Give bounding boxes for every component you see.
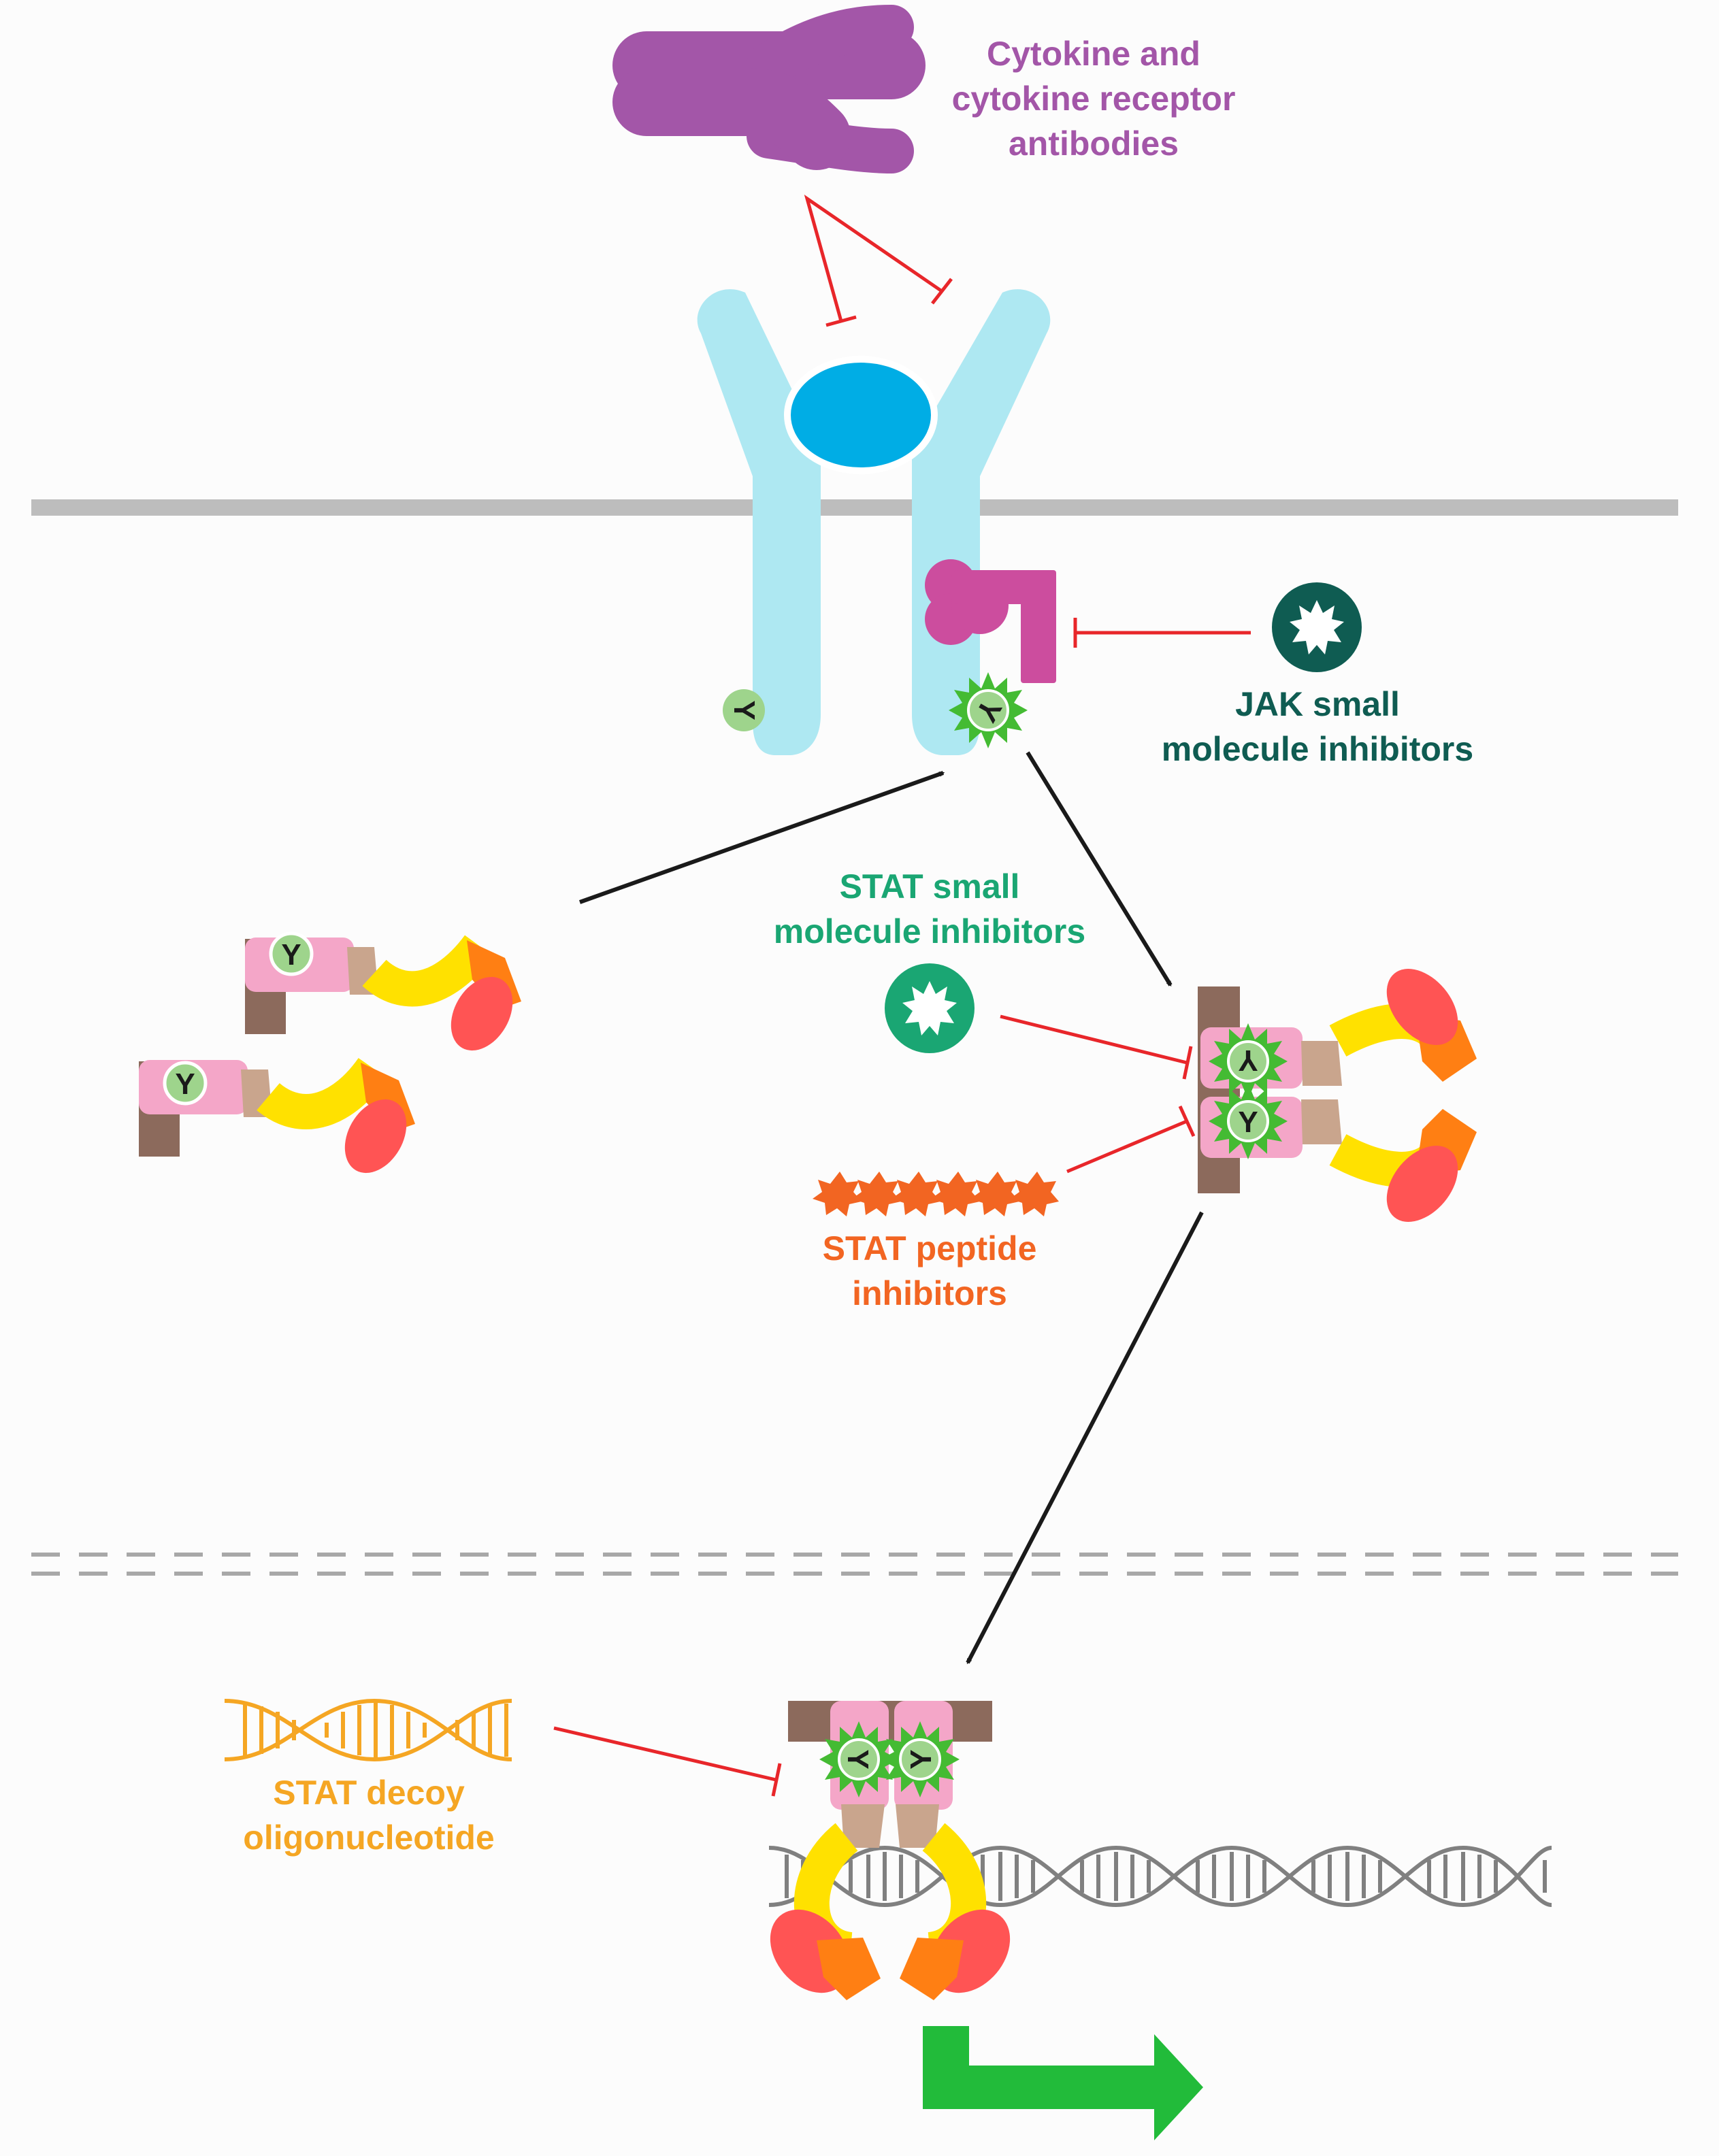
stat-decoy-inhibition-bar [771,1763,782,1797]
arrow-stat-to-receptor [578,771,945,904]
jak-inhibitor-label: JAK small molecule inhibitors [1162,685,1473,768]
cytokine-icon [784,356,938,474]
stat-peptide-inhibition-bar [1178,1105,1196,1138]
stat-dimer-cytoplasm: Y Y [1198,969,1477,1222]
stat-small-inhibitor-label: STAT small molecule inhibitors [774,867,1085,950]
jak-kinase-icon [925,559,1056,683]
cell-membrane [31,499,1678,516]
svg-text:Y: Y [841,1749,874,1769]
stat-dimer-nucleus: Y Y [770,1701,1011,2000]
svg-text:antibodies: antibodies [1009,125,1179,163]
jak-inhibitor-icon [1272,582,1362,672]
svg-text:Y: Y [904,1749,938,1769]
svg-text:Y: Y [281,938,301,972]
y-antibody-icon [612,5,926,173]
transcription-arrow-icon [923,2026,1203,2140]
svg-text:Y: Y [1238,1106,1258,1139]
arrow-receptor-to-dimer [1026,751,1173,987]
svg-text:molecule inhibitors: molecule inhibitors [774,912,1085,950]
dna-helix-icon [224,1698,512,1762]
stat-monomer-2: Y [139,1057,415,1174]
arrow-dimer-to-nucleus [966,1211,1204,1665]
stat-peptide-inhibitor-label: STAT peptide inhibitors [823,1229,1037,1312]
stat-decoy-inhibition-line [553,1726,776,1782]
svg-text:Y: Y [727,700,761,720]
antibody-inhibition [804,195,953,327]
svg-text:Cytokine and: Cytokine and [987,35,1200,73]
svg-text:oligonucleotide: oligonucleotide [243,1819,494,1857]
stat-monomer-1: Y [245,933,521,1051]
receptor-tyrosine-unphosphorylated: Y [723,689,765,731]
stat-small-inhibition-bar [1182,1046,1193,1080]
svg-text:STAT small: STAT small [840,867,1020,906]
antibody-label: Cytokine and cytokine receptor antibodie… [952,35,1236,163]
stat-small-inhibition-line [1000,1014,1188,1065]
svg-text:cytokine receptor: cytokine receptor [952,80,1236,118]
stat-inhibitor-icon [885,963,975,1053]
stat-decoy-label: STAT decoy oligonucleotide [243,1774,494,1857]
svg-text:molecule inhibitors: molecule inhibitors [1162,730,1473,768]
peptide-chain-icon [813,1172,1059,1216]
svg-text:Y: Y [1238,1044,1258,1077]
stat-peptide-inhibition-line [1066,1119,1188,1174]
genomic-dna-icon [768,1845,1552,1908]
svg-text:JAK small: JAK small [1235,685,1400,723]
phospho-tyrosine-icon: Y [947,671,1029,750]
svg-text:STAT peptide: STAT peptide [823,1229,1037,1267]
svg-text:inhibitors: inhibitors [852,1274,1007,1312]
svg-text:Y: Y [175,1067,195,1101]
svg-text:STAT decoy: STAT decoy [273,1774,465,1812]
